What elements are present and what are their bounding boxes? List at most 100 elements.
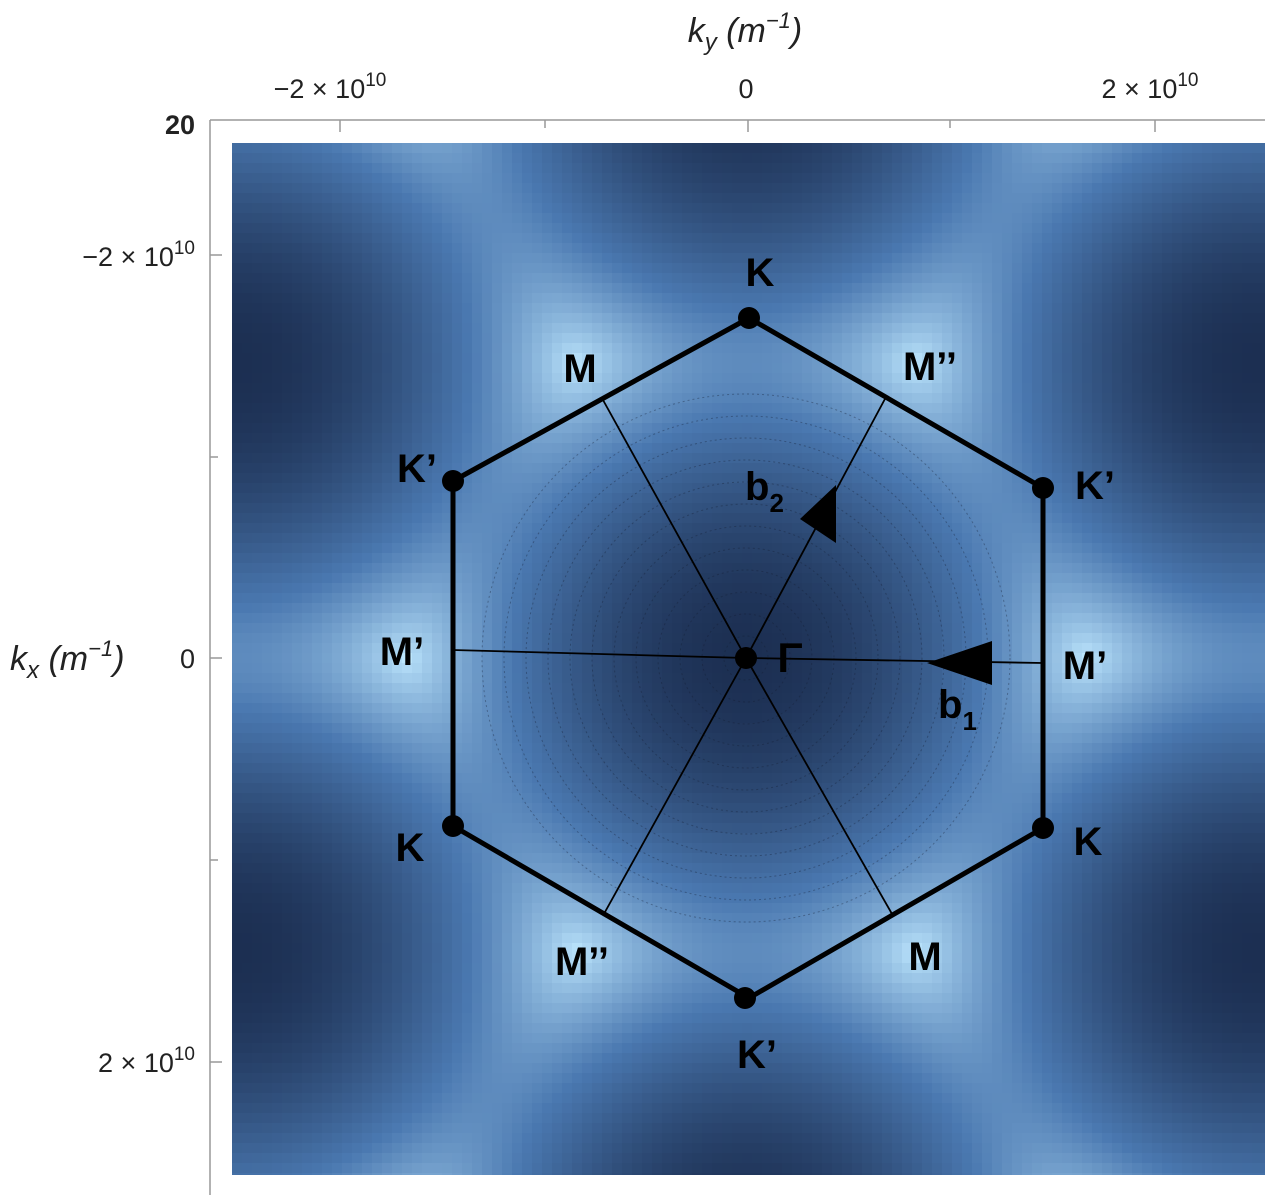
heatmap-cell (1122, 603, 1133, 614)
heatmap-cell (232, 293, 243, 304)
heatmap-cell (1242, 373, 1253, 384)
heatmap-cell (962, 523, 973, 534)
heatmap-cell (872, 353, 883, 364)
heatmap-cell (942, 553, 953, 564)
heatmap-cell (412, 233, 423, 244)
heatmap-cell (832, 333, 843, 344)
heatmap-cell (562, 383, 573, 394)
heatmap-cell (1002, 543, 1013, 554)
heatmap-cell (572, 373, 583, 384)
heatmap-cell (822, 413, 833, 424)
heatmap-cell (1132, 193, 1143, 204)
heatmap-cell (962, 613, 973, 624)
heatmap-cell (502, 543, 513, 554)
heatmap-cell (862, 143, 873, 154)
heatmap-cell (1222, 163, 1233, 174)
heatmap-cell (1172, 513, 1183, 524)
heatmap-cell (462, 593, 473, 604)
heatmap-cell (1042, 453, 1053, 464)
heatmap-cell (1152, 203, 1163, 214)
heatmap-cell (692, 543, 703, 554)
heatmap-cell (1122, 353, 1133, 364)
heatmap-cell (1112, 463, 1123, 474)
heatmap-cell (372, 213, 383, 224)
heatmap-cell (572, 413, 583, 424)
heatmap-cell (1192, 463, 1203, 474)
heatmap-cell (642, 463, 653, 474)
heatmap-cell (842, 473, 853, 484)
heatmap-cell (372, 593, 383, 604)
heatmap-cell (572, 603, 583, 614)
heatmap-cell (732, 223, 743, 234)
heatmap-cell (632, 483, 643, 494)
heatmap-cell (1152, 493, 1163, 504)
heatmap-cell (812, 543, 823, 554)
heatmap-cell (952, 293, 963, 304)
heatmap-cell (342, 263, 353, 274)
heatmap-cell (902, 323, 913, 334)
heatmap-cell (822, 183, 833, 194)
heatmap-cell (1162, 603, 1173, 614)
heatmap-cell (752, 463, 763, 474)
heatmap-cell (242, 163, 253, 174)
heatmap-cell (242, 453, 253, 464)
heatmap-cell (1062, 163, 1073, 174)
heatmap-cell (982, 143, 993, 154)
heatmap-cell (372, 563, 383, 574)
heatmap-cell (1232, 603, 1243, 614)
heatmap-cell (1172, 563, 1183, 574)
heatmap-cell (242, 373, 253, 384)
heatmap-cell (862, 223, 873, 234)
heatmap-cell (302, 413, 313, 424)
heatmap-cell (442, 153, 453, 164)
heatmap-cell (982, 283, 993, 294)
heatmap-cell (482, 473, 493, 484)
heatmap-cell (892, 373, 903, 384)
heatmap-cell (402, 283, 413, 294)
heatmap-cell (882, 333, 893, 344)
heatmap-cell (1002, 213, 1013, 224)
heatmap-cell (972, 463, 983, 474)
heatmap-cell (592, 413, 603, 424)
heatmap-cell (722, 503, 733, 514)
heatmap-cell (582, 333, 593, 344)
heatmap-cell (1152, 403, 1163, 414)
heatmap-cell (772, 223, 783, 234)
heatmap-cell (972, 493, 983, 504)
heatmap-cell (1202, 143, 1213, 154)
heatmap-cell (302, 233, 313, 244)
heatmap-cell (702, 283, 713, 294)
heatmap-cell (822, 223, 833, 234)
heatmap-cell (522, 253, 533, 264)
heatmap-cell (1102, 513, 1113, 524)
heatmap-cell (592, 563, 603, 574)
heatmap-cell (262, 273, 273, 284)
heatmap-cell (1092, 183, 1103, 194)
heatmap-cell (272, 573, 283, 584)
heatmap-cell (672, 333, 683, 344)
heatmap-cell (1092, 343, 1103, 354)
heatmap-cell (1002, 503, 1013, 514)
heatmap-cell (282, 463, 293, 474)
heatmap-cell (1192, 363, 1203, 374)
heatmap-cell (452, 443, 463, 454)
heatmap-cell (372, 473, 383, 484)
heatmap-cell (272, 243, 283, 254)
heatmap-cell (272, 403, 283, 414)
heatmap-cell (782, 213, 793, 224)
heatmap-cell (582, 153, 593, 164)
heatmap-cell (452, 543, 463, 554)
heatmap-cell (842, 273, 853, 284)
heatmap-cell (562, 403, 573, 414)
heatmap-cell (342, 423, 353, 434)
heatmap-cell (492, 163, 503, 174)
heatmap-cell (1062, 273, 1073, 284)
heatmap-cell (502, 253, 513, 264)
heatmap-cell (552, 223, 563, 234)
heatmap-cell (592, 473, 603, 484)
heatmap-cell (422, 443, 433, 454)
heatmap-cell (1052, 423, 1063, 434)
heatmap-cell (982, 523, 993, 534)
heatmap-cell (662, 263, 673, 274)
heatmap-cell (1082, 433, 1093, 444)
